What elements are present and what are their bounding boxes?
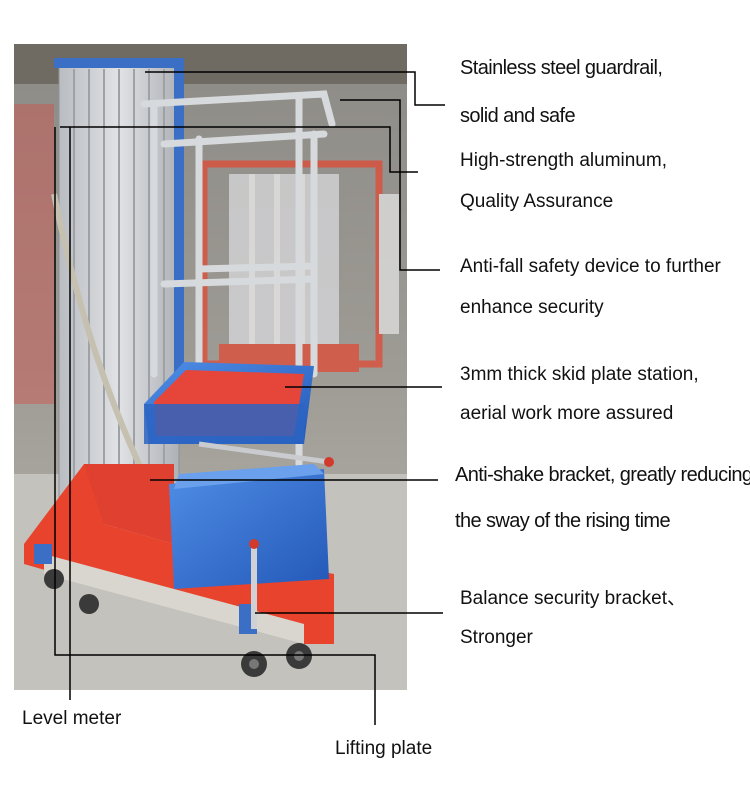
callout-antishake-line1: Anti-shake bracket, greatly reducing <box>455 464 750 486</box>
callout-aluminum-line2: Quality Assurance <box>460 191 614 212</box>
callout-skidplate-line1: 3mm thick skid plate station, <box>460 364 699 385</box>
callout-antifall-line1: Anti-fall safety device to further <box>460 256 721 277</box>
label-lifting-plate: Lifting plate <box>335 738 433 759</box>
callout-aluminum-line1: High-strength aluminum, <box>460 150 667 171</box>
callout-guardrail-line2: solid and safe <box>460 105 576 127</box>
callout-balance-line1: Balance security bracket、 <box>460 588 686 609</box>
label-level-meter: Level meter <box>22 708 122 729</box>
callout-guardrail-line1: Stainless steel guardrail, <box>460 57 663 79</box>
callout-antishake-line2: the sway of the rising time <box>455 510 671 532</box>
callout-skidplate-line2: aerial work more assured <box>460 403 674 424</box>
aerial-platform-photo <box>14 44 407 690</box>
callout-antifall-line2: enhance security <box>460 297 604 318</box>
callout-balance-line2: Stronger <box>460 627 533 648</box>
